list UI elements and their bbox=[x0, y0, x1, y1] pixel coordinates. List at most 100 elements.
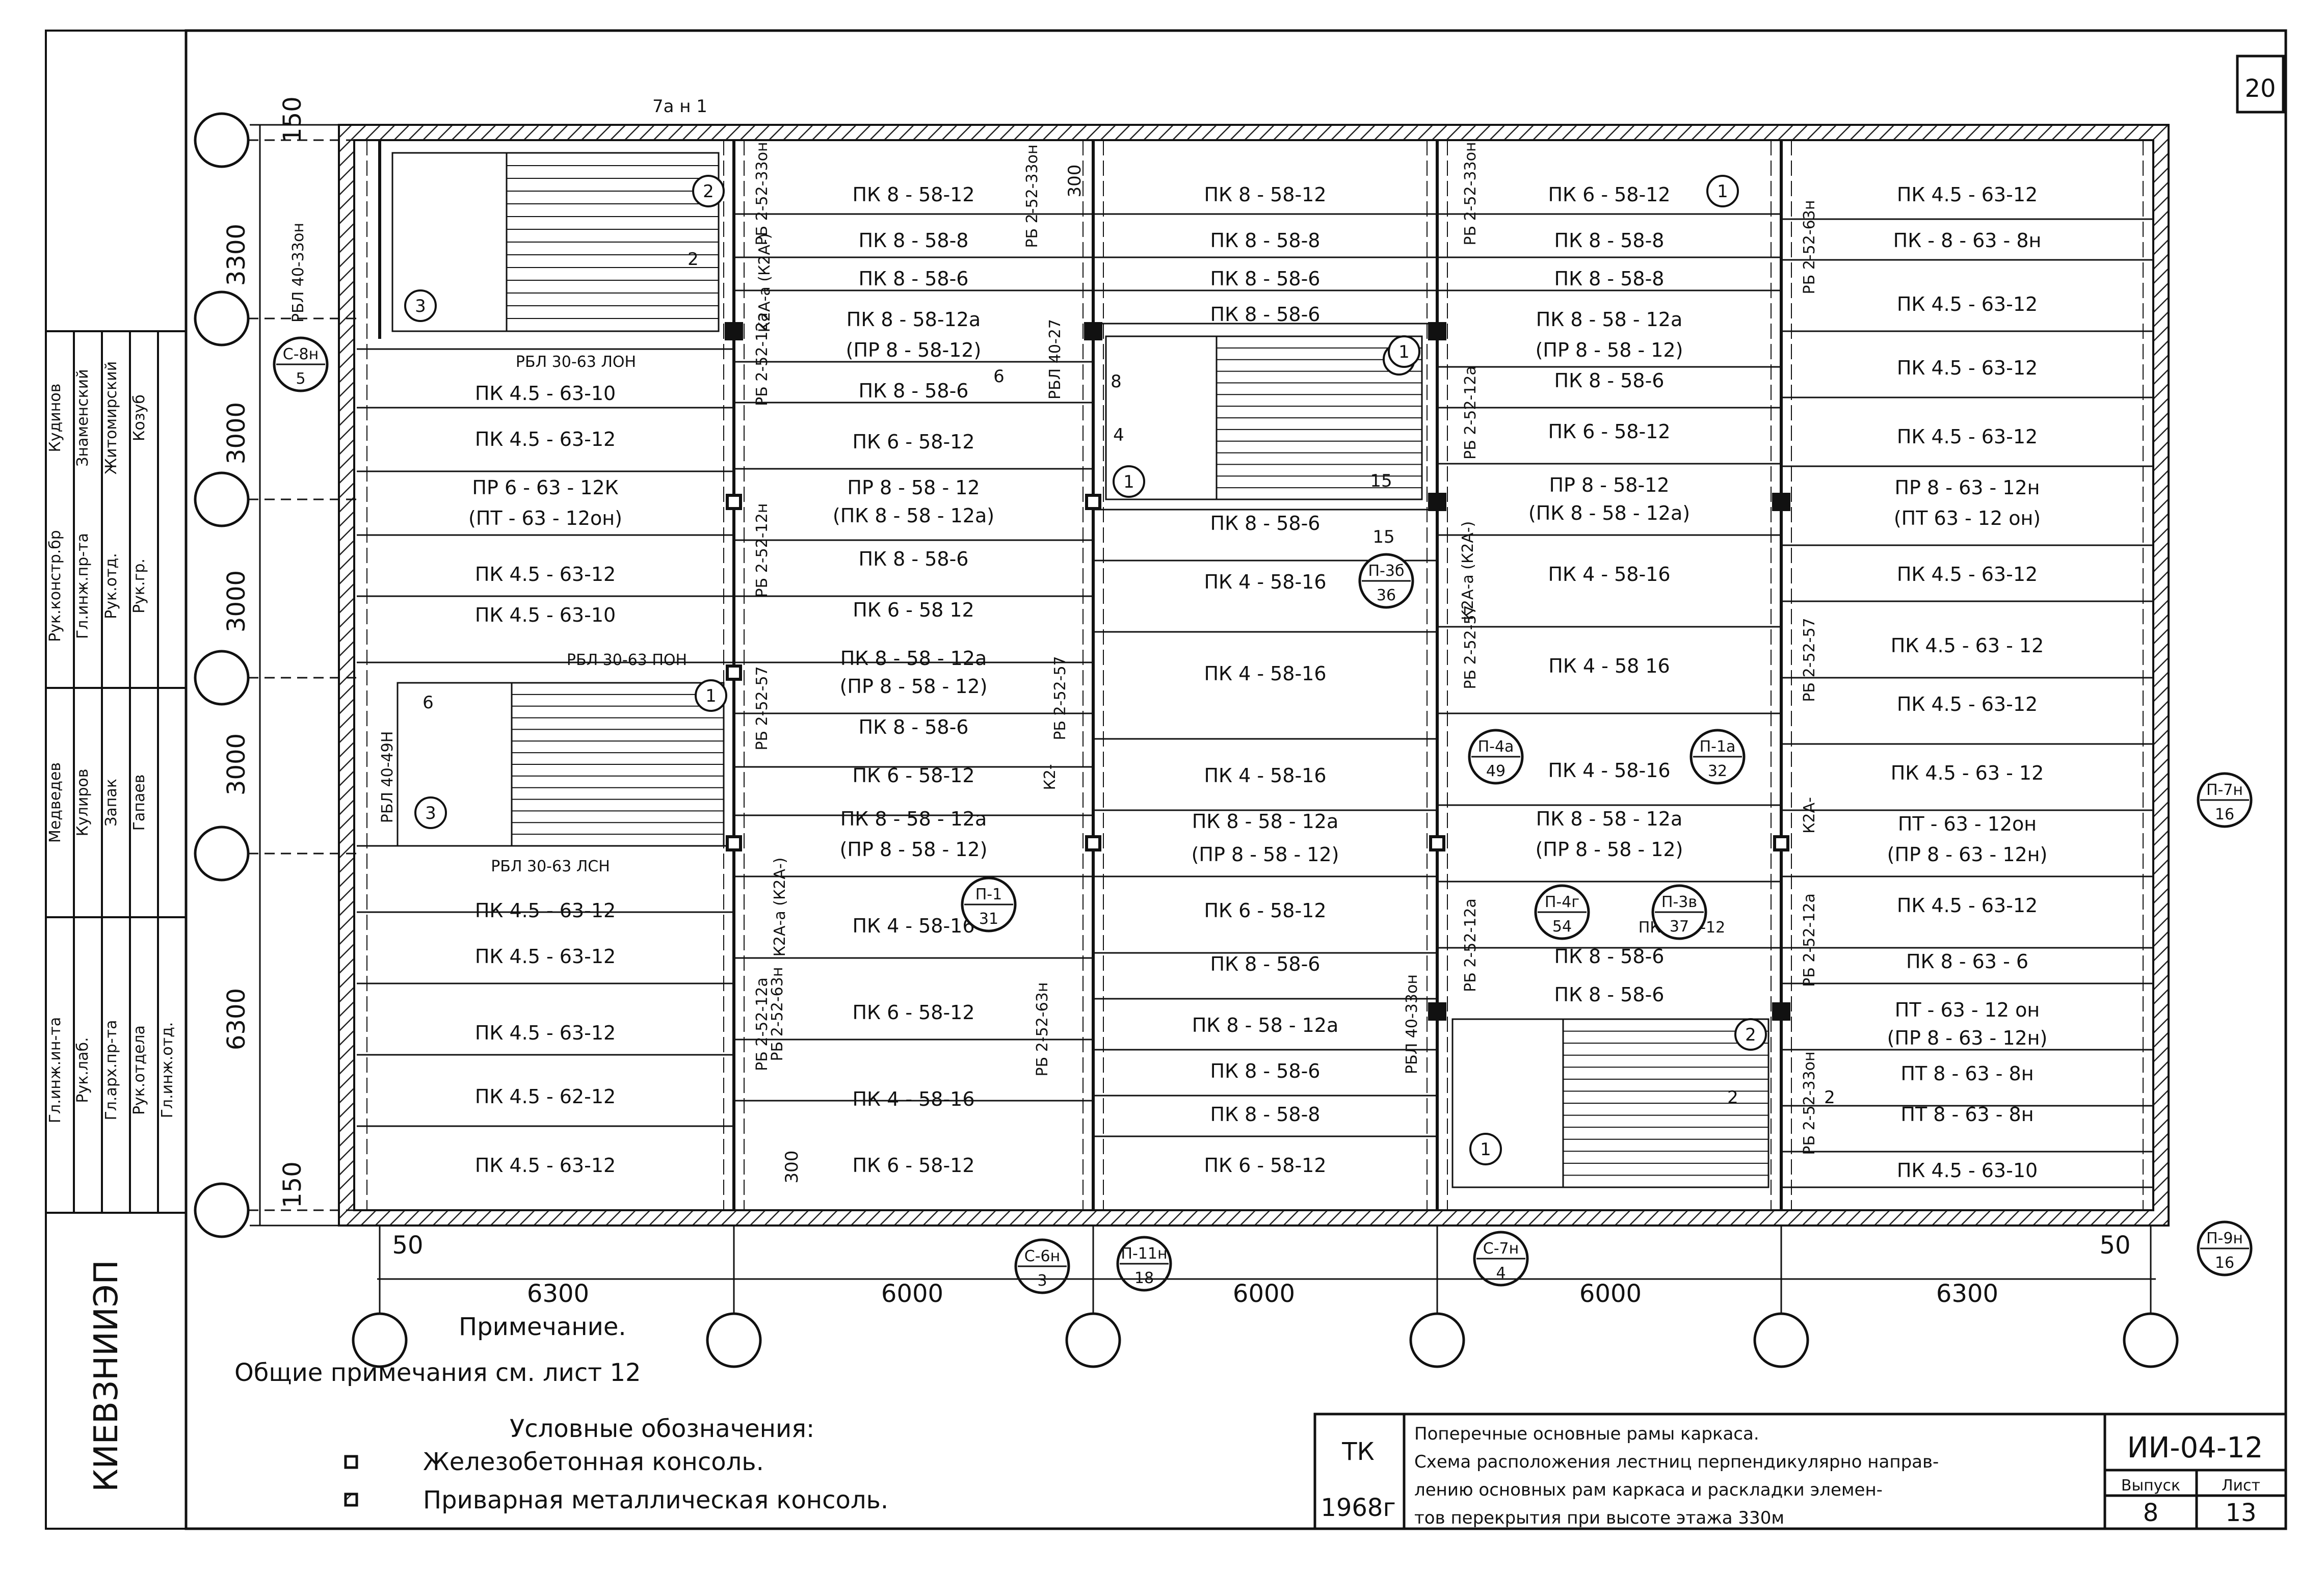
stair-flights: 12313111212684622 bbox=[391, 152, 1835, 1188]
landing-mark: 6 bbox=[422, 693, 434, 713]
col-axis-circle bbox=[2123, 1312, 2179, 1368]
legend-item-rc: Железобетонная консоль. bbox=[423, 1448, 764, 1476]
flight-mark-number: 2 bbox=[703, 181, 714, 202]
dim-horizontal: 50 bbox=[2099, 1231, 2130, 1260]
dim-horizontal: 50 bbox=[392, 1231, 423, 1260]
beam-label: РБЛ 30-63 ПОН bbox=[567, 651, 687, 669]
beam-label: РБ 2-52-12а bbox=[753, 977, 771, 1071]
panel-label: ПК 6 - 58-12 bbox=[1204, 1154, 1326, 1177]
stamp-role: Рук.гр. bbox=[130, 558, 148, 614]
tb-line1: Поперечные основные рамы каркаса. bbox=[1414, 1424, 1759, 1444]
panel-label: ПК 6 - 58 12 bbox=[853, 599, 974, 621]
ref-bubble-top: П-1 bbox=[975, 886, 1002, 903]
flight-mark-number: 2 bbox=[1745, 1025, 1756, 1045]
col-axis-circle bbox=[1753, 1312, 1809, 1368]
metal-console bbox=[1428, 1002, 1446, 1021]
beam-label: РБ 2-52-12а bbox=[1801, 893, 1818, 987]
dim-vertical: 150 bbox=[278, 96, 307, 143]
tb-line4: тов перекрытия при высоте этажа 330м bbox=[1414, 1508, 1784, 1528]
beam-label: РБ 2-52-33он bbox=[1462, 142, 1480, 245]
panel-label: ПК 4.5 - 63-12 bbox=[475, 899, 616, 922]
col-axis-circle bbox=[1065, 1312, 1121, 1368]
panel-label: ПК 8 - 58-8 bbox=[1210, 1103, 1321, 1126]
beam-label: РБ 2-52-63н bbox=[1034, 982, 1051, 1077]
ref-bubble-top: П-9н bbox=[2206, 1230, 2243, 1247]
dim-vertical: 3000 bbox=[222, 402, 251, 464]
flight-mark-circle bbox=[695, 679, 727, 712]
panel-label: (ПР 8 - 58 - 12) bbox=[1536, 339, 1683, 361]
panel-label: ПР 8 - 58 - 12 bbox=[847, 476, 980, 499]
row-axis-circle bbox=[194, 650, 250, 706]
console-label: К2А-а (К2А-) bbox=[1459, 521, 1477, 621]
dim-horizontal: 6300 bbox=[527, 1280, 589, 1308]
panel-label: ПК 8 - 58-6 bbox=[1210, 512, 1321, 535]
ref-bubble-bottom: 36 bbox=[1377, 587, 1396, 604]
panel-label: (ПК 8 - 58 - 12а) bbox=[1528, 502, 1690, 524]
metal-console bbox=[1772, 1002, 1790, 1021]
flight-mark-circle bbox=[1706, 175, 1739, 207]
panel-label: ПК 4.5 - 63-12 bbox=[1897, 693, 2038, 715]
beam-label: РБ 2-52-33он bbox=[753, 142, 771, 245]
beam-label: РБ 2-52-57 bbox=[1462, 605, 1480, 689]
flight-mark-number: 3 bbox=[425, 803, 436, 823]
rc-console bbox=[726, 664, 742, 681]
tb-code: ИИ-04-12 bbox=[2127, 1431, 2263, 1465]
panel-label: ПК 8 - 58-6 bbox=[1554, 945, 1665, 968]
metal-console bbox=[1772, 493, 1790, 511]
grid-axes bbox=[194, 112, 2179, 1368]
panel-label: ПК 4.5 - 63-12 bbox=[475, 563, 616, 585]
reference-bubbles: С-8н5П-3б36П-4а49П-1а32П-131П-4г54П-3в37… bbox=[273, 336, 2253, 1294]
panel-label: ПК 4.5 - 63-10 bbox=[475, 382, 616, 405]
tb-line3: лению основных рам каркаса и раскладки э… bbox=[1414, 1480, 1883, 1500]
beam-label: РБЛ 40-49Н bbox=[379, 731, 397, 823]
stamp-name: Гапаев bbox=[130, 775, 148, 831]
flight-mark-number: 1 bbox=[1123, 472, 1134, 492]
metal-console bbox=[1084, 322, 1102, 340]
dim-horizontal: 6000 bbox=[1579, 1280, 1642, 1308]
legend-symbol-metal bbox=[344, 1493, 358, 1507]
panel-label: ПР 8 - 63 - 12н bbox=[1894, 476, 2040, 499]
panel-label: (ПТ 63 - 12 он) bbox=[1894, 507, 2041, 529]
panel-label: (ПТ - 63 - 12он) bbox=[468, 507, 622, 529]
landing-mark: 4 bbox=[1113, 425, 1124, 445]
ref-bubble-bottom: 3 bbox=[1037, 1272, 1047, 1290]
panel-label: ПК 4.5 - 63-12 bbox=[1897, 183, 2038, 206]
beam-label: РБ 2-52-12а bbox=[753, 312, 771, 406]
panel-label: ПК 8 - 58-6 bbox=[859, 268, 969, 290]
dim-vertical: 3300 bbox=[222, 224, 251, 286]
panel-label: ПТ 8 - 63 - 8н bbox=[1900, 1062, 2034, 1085]
flight-mark-number: 3 bbox=[415, 296, 426, 316]
panel-label: (ПР 8 - 63 - 12н) bbox=[1887, 1027, 2048, 1049]
panel-label: ПК 4 - 58-16 bbox=[1204, 571, 1326, 593]
stamp-role: Рук.констр.бр bbox=[46, 530, 64, 642]
panel-label: ПК 4 - 58-16 bbox=[1548, 563, 1670, 585]
stamp-role: Рук.отд. bbox=[102, 553, 120, 619]
panel-label: ПК 4.5 - 63-10 bbox=[1897, 1159, 2038, 1182]
panel-label: ПК 8 - 58-8 bbox=[859, 229, 969, 252]
beam-label: РБЛ 40-33он bbox=[1403, 974, 1421, 1074]
panel-label: ПК 4.5 - 63-12 bbox=[475, 428, 616, 450]
landing-mark: 2 bbox=[1727, 1087, 1738, 1108]
panel-label: (ПР 8 - 58 - 12) bbox=[840, 675, 988, 698]
panel-label: ПК 8 - 58-8 bbox=[1210, 229, 1321, 252]
ref-bubble-top: П-7н bbox=[2206, 781, 2243, 799]
tb-sheet-no: 13 bbox=[2225, 1499, 2256, 1527]
beam-label: РБ 2-52-63н bbox=[769, 967, 786, 1061]
console-label: К2А- bbox=[1801, 797, 1818, 834]
legend-symbol-rc bbox=[344, 1455, 358, 1469]
notes-title: Примечание. bbox=[459, 1313, 626, 1341]
dim-vertical: 6300 bbox=[222, 988, 251, 1050]
beam-label: РБЛ 40-27 bbox=[1046, 319, 1064, 400]
panel-label: ПК 8 - 58-6 bbox=[1210, 268, 1321, 290]
row-axis-circle bbox=[194, 1182, 250, 1238]
panel-label: ПК 4.5 - 63-12 bbox=[1897, 563, 2038, 585]
ref-bubble-bottom: 31 bbox=[979, 910, 998, 928]
rc-console bbox=[1429, 835, 1445, 851]
ref-bubble-top: П-3б bbox=[1368, 562, 1405, 580]
beam-label: РБ 2-52-33он bbox=[1023, 144, 1041, 248]
metal-console bbox=[1428, 493, 1446, 511]
dim-horizontal: 6300 bbox=[1936, 1280, 1998, 1308]
panel-label: (ПР 8 - 58 - 12) bbox=[1192, 843, 1339, 866]
dim-vertical: 150 bbox=[278, 1161, 307, 1208]
beam-label: РБ 2-52-63н bbox=[1801, 200, 1818, 295]
